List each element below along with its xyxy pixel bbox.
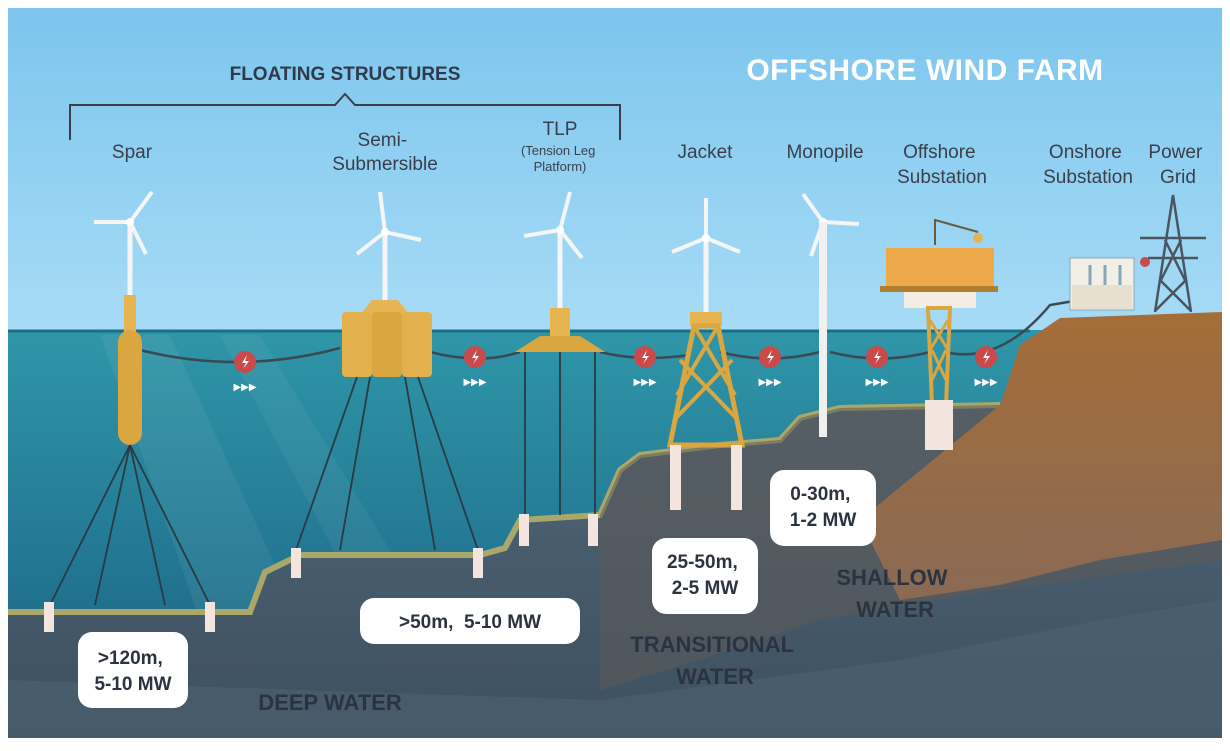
title: OFFSHORE WIND FARM [746,54,1103,87]
label-power-grid: Power Grid [1148,142,1207,188]
label-tlp: TLP [543,119,578,140]
cable-node: ▶▶▶ [463,346,487,388]
zone-deep-water: DEEP WATER [258,690,402,715]
seabed-front [8,600,1222,738]
badge-deep-semi: >50m, 5-10 MW [360,598,580,644]
svg-text:▶▶▶: ▶▶▶ [463,377,486,388]
label-monopile: Monopile [786,142,863,163]
label-offshore-substation: Offshore Substation [897,142,987,188]
cable-node: ▶▶▶ [633,346,657,388]
label-jacket: Jacket [678,142,734,163]
floating-bracket [69,92,621,140]
label-onshore-substation: Onshore Substation [1043,142,1133,188]
rotor [94,190,154,255]
semi-submersible-turbine [291,191,483,578]
cable-node: ▶▶▶ [233,351,257,393]
svg-text:0-30m, 1-2 MW: 0-30m, 1-2 MW [790,484,857,531]
land [860,312,1222,600]
cable-node: ▶▶▶ [865,346,889,388]
offshore-substation [880,218,998,450]
group-label: FLOATING STRUCTURES [230,64,461,85]
label-spar: Spar [112,142,153,163]
sky [8,8,1222,338]
jacket-turbine [666,198,746,510]
power-grid-pylon [1140,194,1206,313]
zone-shallow-water: SHALLOW WATER [836,565,953,622]
tlp-turbine [515,191,605,546]
rotor [355,191,422,256]
zone-transitional-water: TRANSITIONAL WATER [630,632,800,689]
cable-node: ▶▶▶ [758,346,782,388]
badge-deep-spar: >120m, 5-10 MW [78,632,188,708]
badge-shallow: 0-30m, 1-2 MW [770,470,876,546]
svg-text:25-50m, 2-5 MW: 25-50m, 2-5 MW [667,552,743,599]
onshore-substation [1069,257,1150,311]
label-tlp-sub: (Tension Leg Platform) [521,143,599,174]
light-ray [220,335,420,600]
rotor [671,198,741,254]
svg-text:▶▶▶: ▶▶▶ [865,377,888,388]
svg-text:>120m, 5-10 MW: >120m, 5-10 MW [94,648,171,695]
badge-transitional: 25-50m, 2-5 MW [652,538,758,614]
spar-turbine [44,190,215,632]
rotor [523,191,584,260]
label-semi: Semi- Submersible [332,130,438,175]
cable-node: ▶▶▶ [974,346,998,388]
monopile-turbine [801,192,860,437]
svg-text:▶▶▶: ▶▶▶ [233,382,256,393]
svg-text:>50m, 5-10 MW: >50m, 5-10 MW [399,612,541,633]
light-ray [100,335,300,620]
svg-text:▶▶▶: ▶▶▶ [758,377,781,388]
svg-text:▶▶▶: ▶▶▶ [974,377,997,388]
svg-text:▶▶▶: ▶▶▶ [633,377,656,388]
